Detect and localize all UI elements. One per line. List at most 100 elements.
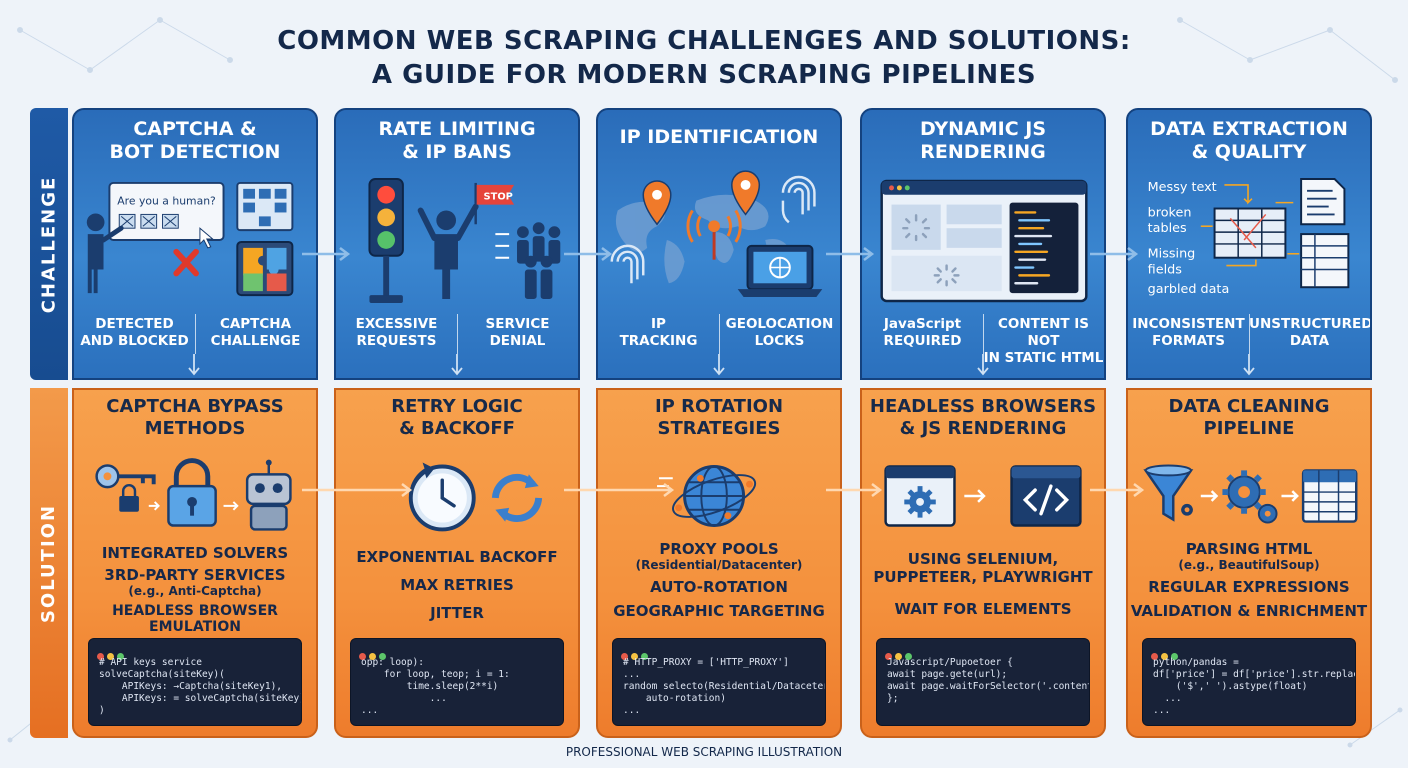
data-quality-illustration: Messy text broken tables Missing fields … [1148,178,1350,297]
sub-b-line: LOCKS [754,333,805,349]
solution-item: EXPONENTIAL BACKOFF [356,548,558,566]
headless-browser-illustration [884,465,1082,527]
challenge-sub-b: CAPTCHA CHALLENGE [195,314,316,354]
gears-icon [1222,470,1278,524]
solution-row-label: SOLUTION [30,388,68,738]
solution-items: INTEGRATED SOLVERS 3RD-PARTY SERVICES (e… [74,544,316,635]
table-icon [1213,207,1287,259]
window-dots [621,645,651,664]
sub-a-line: INCONSISTENT [1132,316,1245,332]
sub-a-line: AND BLOCKED [80,333,189,349]
solution-title-line: PIPELINE [1203,418,1295,439]
solution-arrows [302,483,1145,497]
solution-item: GEOGRAPHIC TARGETING [613,602,825,620]
signal-tower-icon [686,209,742,260]
solution-item: PROXY POOLS [659,540,779,558]
sub-a-line: REQUESTS [356,333,437,349]
column-data-quality: DATA EXTRACTION & QUALITY Messy text bro… [1126,108,1372,738]
column-rate-limiting: RATE LIMITING & IP BANS STOP [334,108,580,738]
sub-a-line: DETECTED [95,316,174,332]
code-text: python/pandas = df['price'] = df['price'… [1153,657,1355,716]
solution-title-line: IP ROTATION [654,396,784,417]
sub-b-line: DATA [1289,333,1330,349]
sub-b-line: CONTENT IS NOT [997,316,1090,349]
rate-limit-illustration: STOP [368,178,561,303]
solution-panel-data-cleaning: DATA CLEANING PIPELINE [1126,388,1372,738]
challenge-title: IP IDENTIFICATION [598,126,840,149]
code-tag-icon [1010,465,1082,527]
challenge-title: CAPTCHA & BOT DETECTION [74,118,316,164]
solution-item: VALIDATION & ENRICHMENT [1130,602,1368,620]
challenge-sub-a: EXCESSIVE REQUESTS [336,316,457,350]
sub-b-line: IN STATIC HTML [983,350,1104,366]
solution-item: WAIT FOR ELEMENTS [894,600,1072,618]
spreadsheet-icon [1300,233,1350,289]
sub-b-line: UNSTRUCTURED [1249,316,1372,332]
solution-panel-retry: RETRY LOGIC & BACKOFF EXPONENTIAL BACKOF… [334,388,580,738]
sub-a-line: FORMATS [1152,333,1225,349]
solution-title-line: RETRY LOGIC [391,396,523,417]
solution-item: MAX RETRIES [400,576,514,594]
challenge-sub-a: DETECTED AND BLOCKED [74,316,195,350]
challenge-panel-captcha: CAPTCHA & BOT DETECTION Are you a human?… [72,108,318,380]
code-text: # API keys service solveCaptcha(siteKey)… [99,657,302,716]
ip-identification-illustration [610,170,823,298]
captcha-question-text: Are you a human? [117,195,216,208]
stop-sign-text: STOP [484,192,513,203]
sub-b-line: SERVICE [485,316,550,332]
fields-label: fields [1148,262,1183,277]
code-snippet: # HTTP_PROXY = ['HTTP_PROXY'] ... random… [612,638,826,726]
window-dots [97,645,127,664]
challenge-title-line: CAPTCHA & [133,118,257,140]
sub-a-line: IP [651,316,666,332]
clock-icon [408,462,476,532]
challenge-title: RATE LIMITING & IP BANS [336,118,578,164]
code-snippet: # API keys service solveCaptcha(siteKey)… [88,638,302,726]
code-text: # HTTP_PROXY = ['HTTP_PROXY'] ... random… [623,657,826,716]
code-snippet: opp: loop): for loop, teop; i = 1: time.… [350,638,564,726]
solution-item: 3RD-PARTY SERVICES [104,566,286,584]
location-pin-icon [731,170,761,216]
crowd-icon [517,222,561,300]
challenge-sub-b: GEOLOCATION LOCKS [719,314,840,354]
challenge-row-label: CHALLENGE [30,108,68,380]
column-ip-identification: IP IDENTIFICATION [596,108,842,738]
challenge-title: DYNAMIC JS RENDERING [862,118,1104,164]
challenge-panel-ip: IP IDENTIFICATION [596,108,842,380]
footer-caption: PROFESSIONAL WEB SCRAPING ILLUSTRATION [565,745,843,759]
document-icon [1300,178,1346,226]
solution-item: AUTO-ROTATION [650,578,788,596]
person-stop-icon: STOP [417,182,515,300]
solution-items: PROXY POOLS (Residential/Datacenter) AUT… [598,540,840,620]
challenge-panel-rate-limiting: RATE LIMITING & IP BANS STOP [334,108,580,380]
sub-b-line: CHALLENGE [210,333,301,349]
solution-item-note: (Residential/Datacenter) [635,558,803,572]
challenge-title-line: IP IDENTIFICATION [619,126,819,148]
code-snippet: Javascript/Pupoetoer { await page.gete(u… [876,638,1090,726]
challenge-title-line: RENDERING [920,141,1046,163]
solution-title: IP ROTATION STRATEGIES [598,396,840,440]
challenge-sub-b: SERVICE DENIAL [457,314,578,354]
solution-item: JITTER [430,604,484,622]
solution-title: HEADLESS BROWSERS & JS RENDERING [862,396,1104,440]
solution-title-line: STRATEGIES [657,418,781,439]
location-pin-icon [642,180,672,226]
code-snippet: python/pandas = df['price'] = df['price'… [1142,638,1356,726]
solution-item: PARSING HTML [1185,540,1313,558]
solution-item-note: (e.g., Anti-Captcha) [128,584,262,598]
code-text: Javascript/Pupoetoer { await page.gete(u… [887,657,1089,704]
data-cleaning-illustration [1143,464,1358,524]
solution-item: PUPPETEER, PLAYWRIGHT [873,568,1093,586]
sub-b-line: CAPTCHA [219,316,292,332]
window-dots [359,645,389,664]
sub-a-line: EXCESSIVE [355,316,438,332]
key-icon [95,464,156,489]
window-dots [885,645,915,664]
challenge-sub-b: CONTENT IS NOT IN STATIC HTML [983,314,1104,367]
fingerprint-icon [781,175,816,224]
challenge-panel-data-quality: DATA EXTRACTION & QUALITY Messy text bro… [1126,108,1372,380]
broken-label: broken [1148,205,1192,220]
tables-label: tables [1148,221,1187,236]
solution-panel-ip-rotation: IP ROTATION STRATEGIES PROXY POOLS (Resi… [596,388,842,738]
